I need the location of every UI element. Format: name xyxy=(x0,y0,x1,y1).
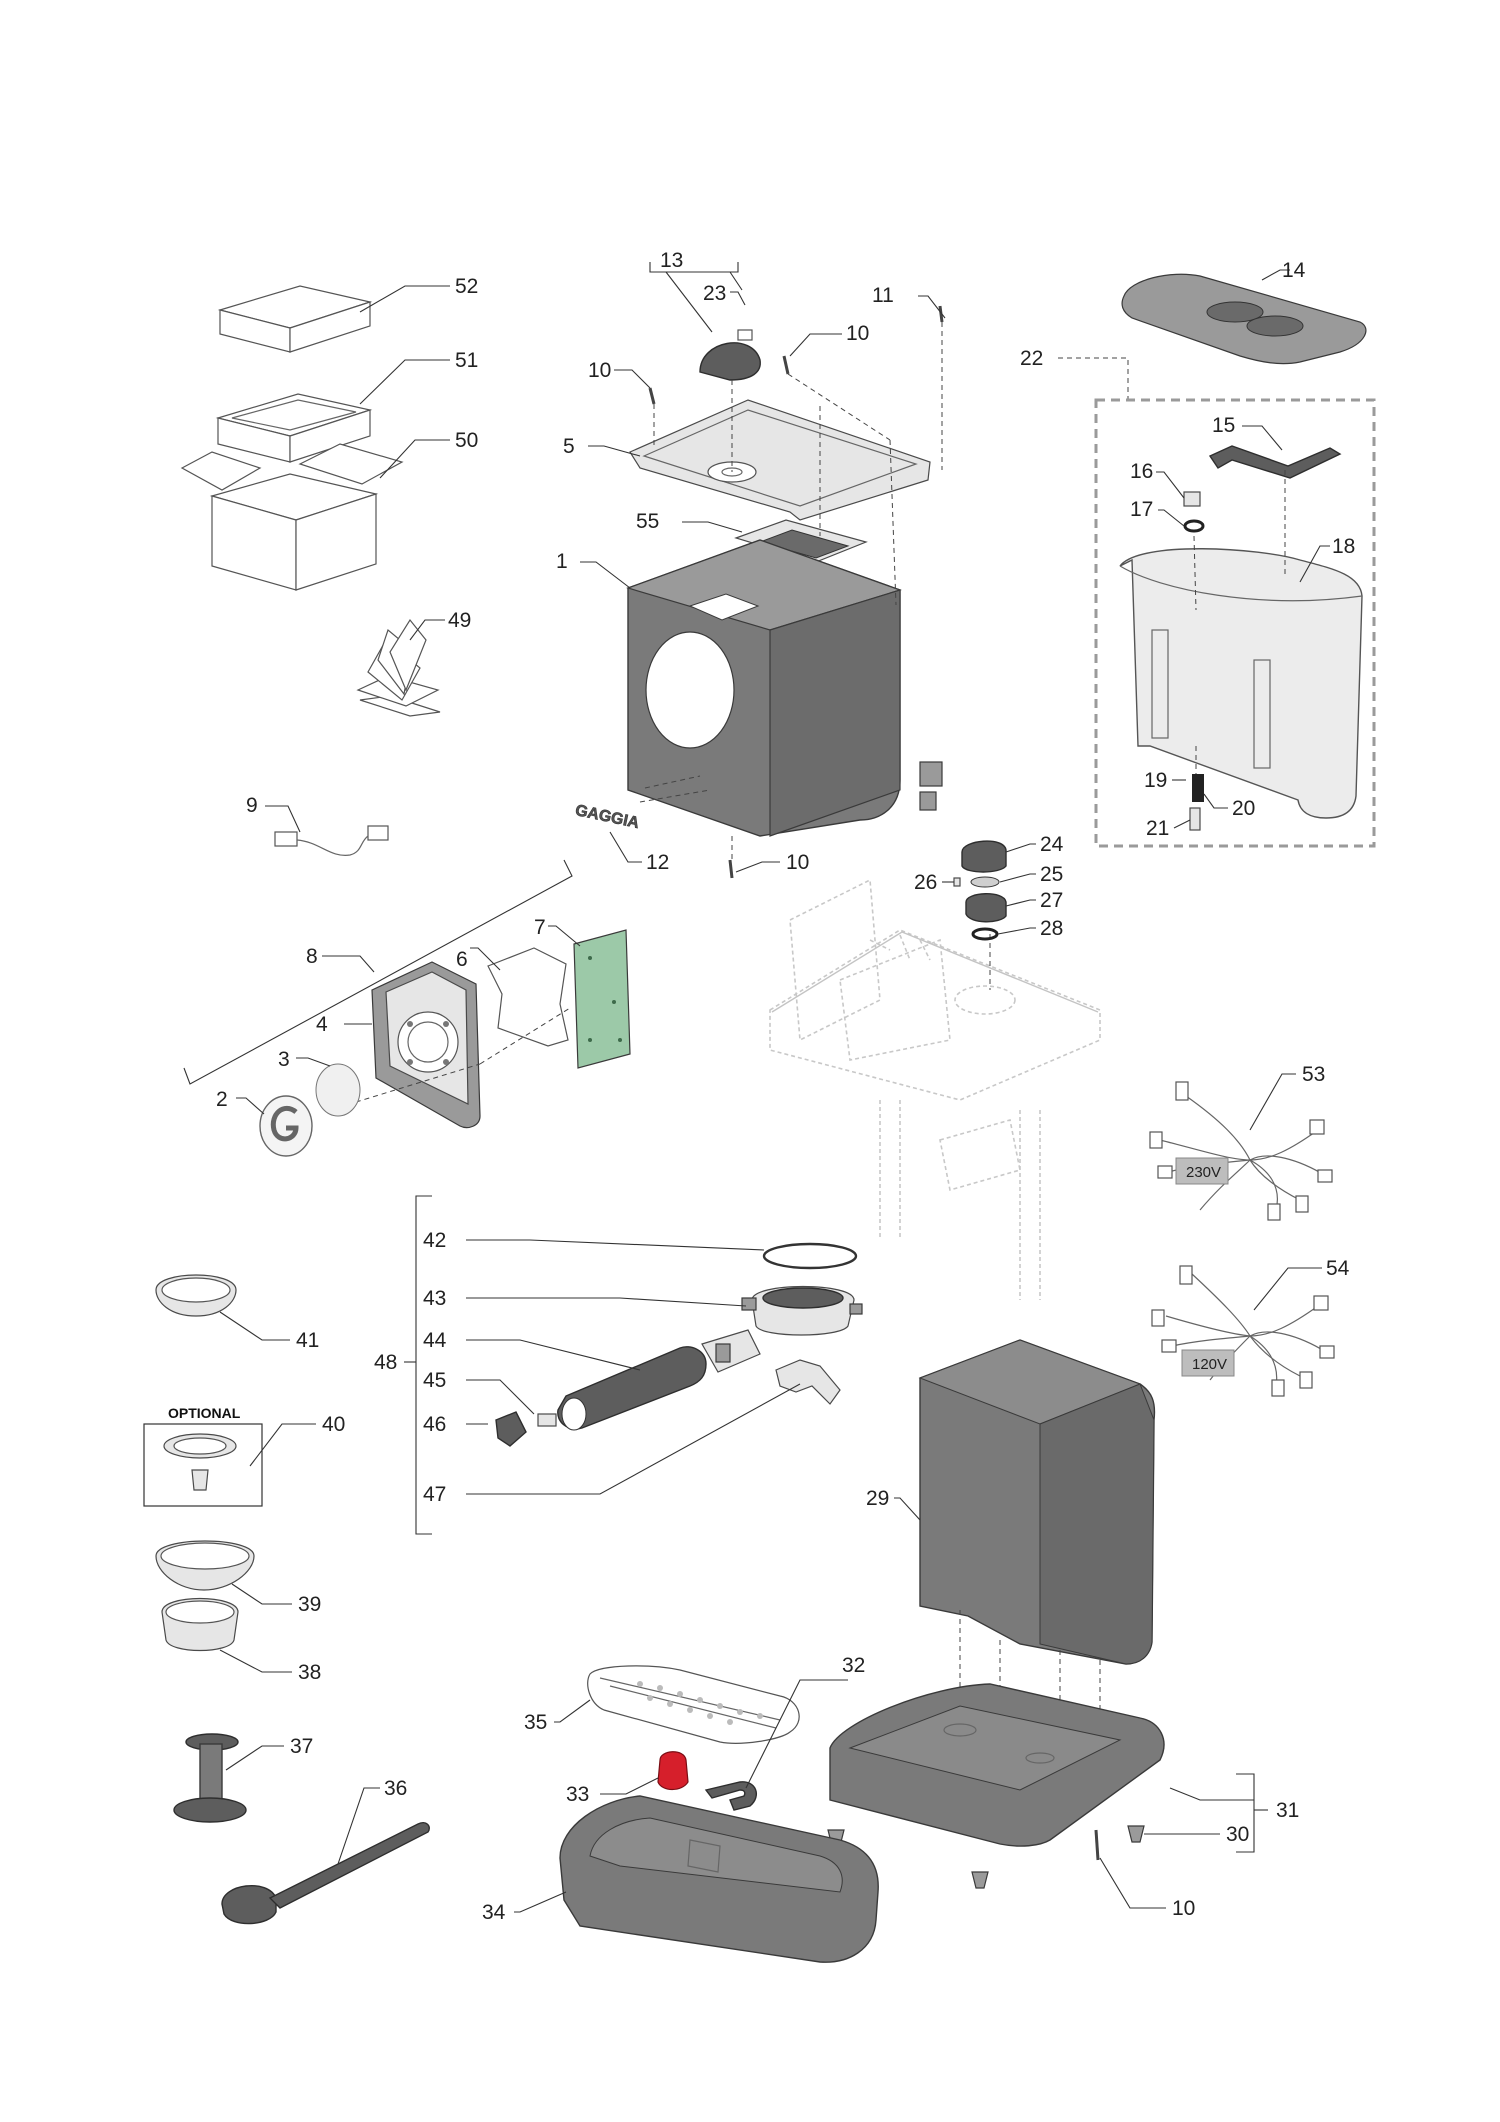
callout-23: 23 xyxy=(703,282,726,305)
callout-38: 38 xyxy=(298,1661,321,1684)
callout-21: 21 xyxy=(1146,817,1169,840)
portafilter-group: 48 42 43 44 47 45 46 xyxy=(374,1195,863,1535)
callout-47: 47 xyxy=(423,1483,446,1506)
tank-handle-15 xyxy=(1208,445,1342,479)
callout-10c: 10 xyxy=(786,851,809,874)
gaggia-logo-12: GAGGIA xyxy=(574,802,641,832)
cap-13 xyxy=(699,342,761,381)
handle-44 xyxy=(557,1346,707,1430)
voltage-label-230: 230V xyxy=(1186,1164,1221,1181)
power-cords: 230V 53 120V 54 xyxy=(1149,1063,1350,1397)
callout-10b: 10 xyxy=(588,359,611,382)
callout-1: 1 xyxy=(556,550,568,573)
callout-35: 35 xyxy=(524,1711,547,1734)
callout-40: 40 xyxy=(322,1413,345,1436)
boiler-part-27 xyxy=(965,893,1007,923)
instruction-manual-49: 49 xyxy=(356,609,471,717)
callout-20: 20 xyxy=(1232,797,1255,820)
callout-49: 49 xyxy=(448,609,471,632)
packaging-group: 52 51 50 xyxy=(180,275,478,591)
top-cover-5 xyxy=(629,399,931,521)
callout-19: 19 xyxy=(1144,769,1167,792)
callout-7: 7 xyxy=(534,916,546,939)
callout-9: 9 xyxy=(246,794,258,817)
callout-12: 12 xyxy=(646,851,669,874)
callout-26: 26 xyxy=(914,871,937,894)
optional-label: OPTIONAL xyxy=(168,1405,241,1421)
callout-17: 17 xyxy=(1130,498,1153,521)
accessories: 41 OPTIONAL 40 39 38 37 36 xyxy=(143,1274,430,1925)
lens-3 xyxy=(315,1063,361,1117)
tamper-37 xyxy=(173,1733,247,1823)
voltage-label-120: 120V xyxy=(1192,1356,1227,1373)
callout-32: 32 xyxy=(842,1654,865,1677)
callout-5: 5 xyxy=(563,435,575,458)
callout-6: 6 xyxy=(456,948,468,971)
callout-42: 42 xyxy=(423,1229,446,1252)
callout-44: 44 xyxy=(423,1329,447,1352)
callout-48: 48 xyxy=(374,1351,397,1374)
callout-36: 36 xyxy=(384,1777,407,1800)
water-tank-18 xyxy=(1119,548,1363,819)
clip-32 xyxy=(704,1781,758,1811)
callout-54: 54 xyxy=(1326,1257,1350,1280)
callout-33: 33 xyxy=(566,1783,589,1806)
callout-15: 15 xyxy=(1212,414,1235,437)
callout-53: 53 xyxy=(1302,1063,1325,1086)
callout-51: 51 xyxy=(455,349,478,372)
spring-42 xyxy=(762,1242,858,1270)
callout-52: 52 xyxy=(455,275,478,298)
boiler-part-24 xyxy=(961,840,1007,873)
callout-18: 18 xyxy=(1332,535,1355,558)
red-knob-33 xyxy=(657,1751,689,1791)
callout-30: 30 xyxy=(1226,1823,1249,1846)
callout-50: 50 xyxy=(455,429,478,452)
spout-47 xyxy=(775,1359,841,1405)
callout-29: 29 xyxy=(866,1487,889,1510)
callout-41: 41 xyxy=(296,1329,319,1352)
callout-16: 16 xyxy=(1130,460,1153,483)
callout-10d: 10 xyxy=(1172,1897,1195,1920)
wire-harness-9: 9 xyxy=(246,794,389,856)
drip-grid-35 xyxy=(587,1665,800,1744)
power-cord-53: 230V 53 xyxy=(1149,1063,1333,1221)
callout-45: 45 xyxy=(423,1369,446,1392)
callout-3: 3 xyxy=(278,1048,290,1071)
drip-tray-group: 35 33 32 34 xyxy=(482,1654,879,1963)
callout-46: 46 xyxy=(423,1413,446,1436)
lower-body-group: 29 31 30 10 xyxy=(827,1339,1299,1920)
power-cord-54: 120V 54 xyxy=(1151,1257,1350,1397)
callout-55: 55 xyxy=(636,510,659,533)
callout-37: 37 xyxy=(290,1735,313,1758)
callout-11: 11 xyxy=(872,284,894,307)
callout-25: 25 xyxy=(1040,863,1063,886)
callout-34: 34 xyxy=(482,1901,506,1924)
callout-13: 13 xyxy=(660,249,683,272)
callout-28: 28 xyxy=(1040,917,1063,940)
callout-27: 27 xyxy=(1040,889,1063,912)
end-knob-46 xyxy=(495,1411,527,1447)
pcb-7 xyxy=(573,929,631,1069)
callout-31: 31 xyxy=(1276,1799,1299,1822)
callout-39: 39 xyxy=(298,1593,321,1616)
callout-43: 43 xyxy=(423,1287,446,1310)
callout-4: 4 xyxy=(316,1013,328,1036)
box-50 xyxy=(180,451,262,491)
callout-22: 22 xyxy=(1020,347,1043,370)
gasket-6 xyxy=(487,947,569,1047)
callout-8: 8 xyxy=(306,945,318,968)
water-tank-group: 14 22 15 16 17 18 19 20 21 xyxy=(1020,259,1376,848)
callout-10a: 10 xyxy=(846,322,869,345)
callout-2: 2 xyxy=(216,1088,228,1111)
callout-24: 24 xyxy=(1040,833,1064,856)
internal-frame-ghost: 24 25 26 27 28 xyxy=(769,833,1101,1300)
top-cover-group: GAGGIA 13 23 11 10 10 5 55 1 xyxy=(556,249,946,879)
control-panel-group: 8 4 6 7 3 2 xyxy=(183,859,631,1157)
callout-14: 14 xyxy=(1282,259,1306,282)
scoop-36 xyxy=(221,1822,430,1925)
